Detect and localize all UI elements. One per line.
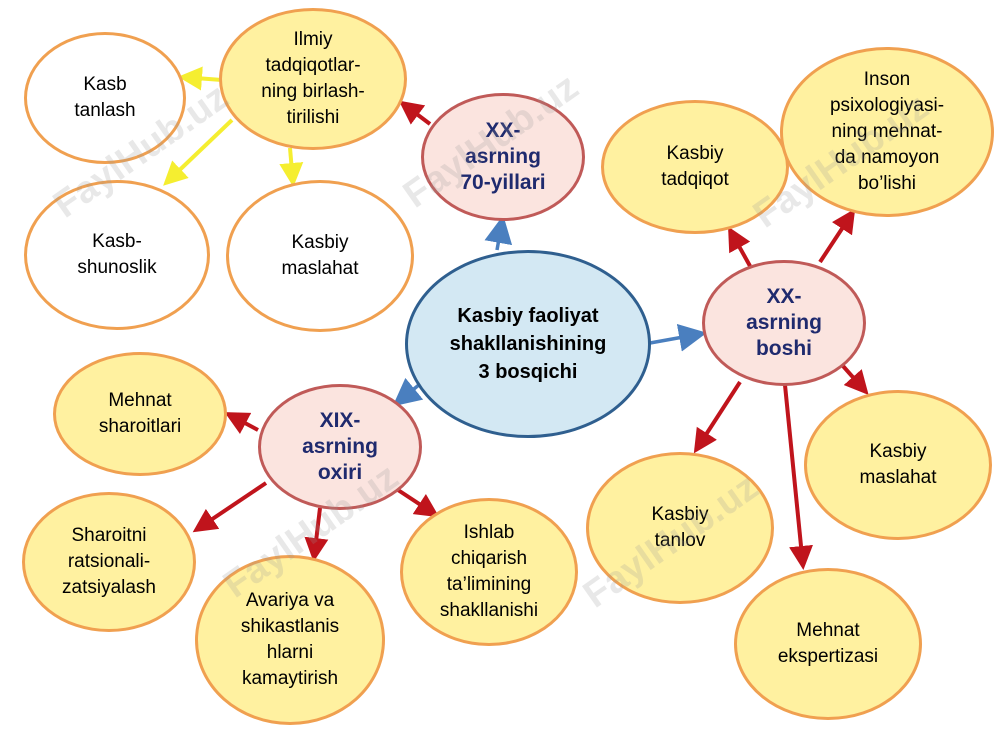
node-era-20c-start-label: XX- asrning boshi	[746, 285, 822, 360]
node-mehnat-ekspertizasi: Mehnat ekspertizasi	[734, 568, 922, 720]
arrow-19c-to-sharoitni	[192, 481, 268, 533]
node-kasbiy-maslahat-left: Kasbiy maslahat	[226, 180, 414, 332]
arrow-19c-to-ishlab	[396, 488, 440, 518]
arrow-center-to-19c	[392, 377, 424, 407]
node-era-70s-label: XX- asrning 70-yillari	[460, 119, 546, 194]
node-kasbiy-tadqiqot-label: Kasbiy tadqiqot	[661, 143, 729, 190]
node-mehnat-sharoitlari-label: Mehnat sharoitlari	[98, 390, 182, 437]
node-kasbshunoslik-label: Kasb- shunoslik	[77, 231, 157, 278]
node-ilmiy-tadqiqotlar-label: Ilmiy tadqiqotlar- ning birlash- tirilis…	[261, 29, 365, 128]
arrow-ilmiy-to-kasbiy-maslahat	[279, 147, 304, 187]
node-avariya-label: Avariya va shikastlanis hlarni kamaytiri…	[240, 590, 340, 689]
node-kasbiy-tadqiqot: Kasbiy tadqiqot	[601, 100, 789, 234]
node-inson-psixologiyasi-label: Inson psixologiyasi- ning mehnat- da nam…	[829, 69, 945, 194]
node-mehnat-sharoitlari: Mehnat sharoitlari	[53, 352, 227, 476]
arrow-19c-to-avariya	[304, 507, 329, 562]
arrow-70s-to-ilmiy	[398, 100, 432, 126]
node-era-19c-end-label: XIX- asrning oxiri	[302, 409, 378, 484]
node-center-label: Kasbiy faoliyat shakllanishining 3 bosqi…	[449, 305, 607, 383]
node-sharoitni-ratsionalizatsiyalash-label: Sharoitni ratsionali- zatsiyalash	[62, 525, 156, 598]
node-ishlab-chiqarish-label: Ishlab chiqarish ta’limining shakllanish…	[439, 522, 539, 621]
arrow-20c-to-kasbiy-tadqiqot	[728, 226, 752, 267]
node-kasbiy-maslahat-right-label: Kasbiy maslahat	[859, 441, 937, 488]
node-kasbiy-maslahat-right: Kasbiy maslahat	[804, 390, 992, 540]
node-sharoitni-ratsionalizatsiyalash: Sharoitni ratsionali- zatsiyalash	[22, 492, 196, 632]
node-avariya: Avariya va shikastlanis hlarni kamaytiri…	[195, 555, 385, 725]
node-era-19c-end: XIX- asrning oxiri	[258, 384, 422, 510]
node-kasbiy-tanlov-label: Kasbiy tanlov	[651, 504, 709, 551]
node-era-20c-start: XX- asrning boshi	[702, 260, 866, 386]
node-kasb-tanlash-label: Kasb tanlash	[74, 74, 136, 121]
node-kasb-tanlash: Kasb tanlash	[24, 32, 186, 164]
arrow-center-to-70s	[484, 215, 513, 251]
node-ishlab-chiqarish: Ishlab chiqarish ta’limining shakllanish…	[400, 498, 578, 646]
arrow-20c-to-mehnat-ekspertizasi	[783, 384, 813, 570]
node-center: Kasbiy faoliyat shakllanishining 3 bosqi…	[405, 250, 651, 438]
arrow-20c-to-inson	[818, 208, 856, 264]
node-mehnat-ekspertizasi-label: Mehnat ekspertizasi	[777, 620, 879, 667]
arrow-20c-to-kasbiy-tanlov	[693, 380, 742, 454]
arrow-19c-to-mehnat-sharoitlari	[224, 412, 259, 434]
arrow-center-to-20c	[649, 323, 707, 352]
arrow-ilmiy-to-kasbshunoslik	[163, 118, 234, 186]
node-inson-psixologiyasi: Inson psixologiyasi- ning mehnat- da nam…	[780, 47, 994, 217]
node-era-70s: XX- asrning 70-yillari	[421, 93, 585, 221]
arrow-20c-to-kasbiy-maslahat	[841, 364, 869, 395]
arrow-ilmiy-to-kasb-tanlash	[178, 66, 223, 91]
node-kasbiy-tanlov: Kasbiy tanlov	[586, 452, 774, 604]
node-ilmiy-tadqiqotlar: Ilmiy tadqiqotlar- ning birlash- tirilis…	[219, 8, 407, 150]
node-kasbshunoslik: Kasb- shunoslik	[24, 180, 210, 330]
node-kasbiy-maslahat-left-label: Kasbiy maslahat	[281, 232, 359, 279]
